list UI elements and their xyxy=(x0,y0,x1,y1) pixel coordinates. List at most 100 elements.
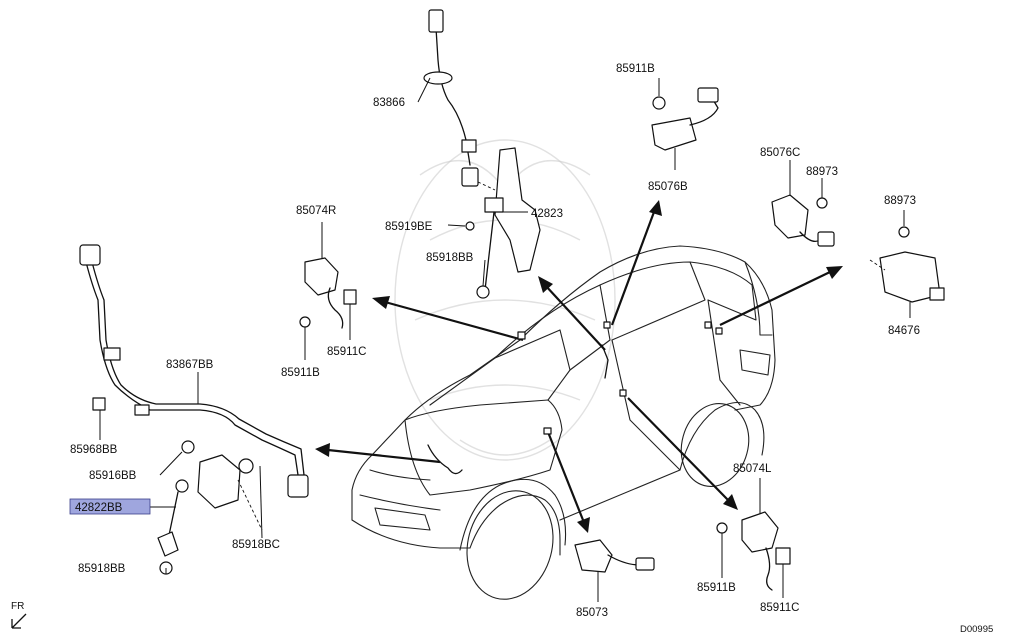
bolt-85911b xyxy=(652,96,666,110)
highlight-42822bb[interactable] xyxy=(69,498,151,515)
sensor-link-rod xyxy=(484,211,495,291)
bolt-85919be xyxy=(465,221,475,231)
clip-85911c-right xyxy=(775,547,791,565)
clip xyxy=(134,404,150,416)
sensor-85076b-assembly xyxy=(651,78,719,170)
grommet-83866 xyxy=(423,71,453,85)
connector-mid xyxy=(461,167,479,187)
unit-connector xyxy=(929,287,945,301)
label-85968bb: 85968BB xyxy=(70,444,118,456)
front-height-sensor-assembly xyxy=(423,9,541,299)
arrow-head xyxy=(723,494,738,510)
link-rod xyxy=(167,491,179,541)
connector-83867bb xyxy=(79,244,101,266)
label-84676: 84676 xyxy=(888,325,920,337)
arrow-to-85076b xyxy=(610,211,656,326)
label-85073: 85073 xyxy=(576,607,608,619)
connector-end xyxy=(287,474,309,498)
arrow-head xyxy=(538,276,553,293)
connector-top xyxy=(428,9,444,33)
label-85076c: 85076C xyxy=(760,147,800,159)
wire-85073 xyxy=(607,554,641,566)
label-85918bc: 85918BC xyxy=(232,539,280,551)
vehicle-outline xyxy=(351,245,776,600)
leader-lines xyxy=(159,77,528,574)
part-labels: 83866 85911B 85076B 85076C 88973 88973 8… xyxy=(69,63,920,619)
label-85911b-top: 85911B xyxy=(616,63,655,75)
wire-85074r xyxy=(327,287,344,329)
sensor-harness-83866 xyxy=(435,27,471,166)
arrow-head xyxy=(372,296,390,309)
rear-harness-83867bb xyxy=(79,244,309,498)
connector-85076c xyxy=(817,231,835,247)
sensor-85074l-assembly xyxy=(716,478,791,598)
bolt-85918bb xyxy=(476,285,490,299)
bolt-85911b-right xyxy=(716,522,728,534)
vehicle-sensor-marks xyxy=(427,321,723,475)
sensor-85074r-assembly xyxy=(299,222,357,360)
clip-85911c xyxy=(343,289,357,305)
diagram-code: D00995 xyxy=(960,624,993,635)
bracket-85076b xyxy=(651,117,697,151)
label-88973-a: 88973 xyxy=(806,166,838,178)
sensor-85073-assembly xyxy=(574,539,655,602)
label-85911c-right: 85911C xyxy=(760,602,799,614)
bracket-85074l xyxy=(741,511,779,553)
fr-label: FR xyxy=(11,601,24,612)
bracket-85073 xyxy=(574,539,613,573)
bolt-85911b-left xyxy=(299,316,311,328)
harness-wire-inner xyxy=(91,261,305,476)
label-85916bb: 85916BB xyxy=(89,470,137,482)
arrow-to-84676 xyxy=(719,271,831,326)
control-unit-84676 xyxy=(869,210,945,318)
bolt-85918bc xyxy=(238,458,254,474)
label-85911b-left: 85911B xyxy=(281,367,320,379)
front-direction-indicator: FR xyxy=(11,601,27,629)
lower-mount xyxy=(157,531,179,557)
label-85074r: 85074R xyxy=(296,205,336,217)
label-42823: 42823 xyxy=(531,208,563,220)
arrow-head xyxy=(577,517,590,533)
arrow-head xyxy=(315,443,330,457)
label-85076b: 85076B xyxy=(648,181,688,193)
label-42822bb[interactable]: 42822BB xyxy=(75,502,123,514)
clip xyxy=(103,347,121,361)
bolt-88973 xyxy=(816,197,828,209)
arrow-head xyxy=(649,200,662,216)
connector-85073 xyxy=(635,557,655,571)
wire-85076b xyxy=(689,97,719,126)
clip xyxy=(461,139,477,153)
arrow-to-85074l xyxy=(627,397,729,501)
rear-height-sensor-42822bb xyxy=(150,440,263,575)
label-85919be: 85919BE xyxy=(385,221,433,233)
sensor-85076c-assembly xyxy=(771,160,835,247)
label-88973-b: 88973 xyxy=(884,195,916,207)
location-arrows xyxy=(315,200,843,533)
arrow-to-42823 xyxy=(544,284,606,351)
sensor-85076c xyxy=(771,194,809,239)
arrow-to-83867bb xyxy=(327,448,441,464)
sensor-bracket-42823 xyxy=(494,147,541,273)
label-85911c-left: 85911C xyxy=(327,346,366,358)
wire-85074l xyxy=(765,547,773,591)
label-85911b-right: 85911B xyxy=(697,582,736,594)
pivot xyxy=(175,479,189,493)
bolt-85916bb xyxy=(181,440,195,454)
clip-85968bb xyxy=(92,397,106,411)
sensor-body-42822bb xyxy=(197,454,241,509)
bolt-88973-b xyxy=(898,226,910,238)
arrow-to-85074r xyxy=(384,300,524,342)
label-83866: 83866 xyxy=(373,97,405,109)
label-85918bb-mid: 85918BB xyxy=(426,252,474,264)
sensor-body xyxy=(484,197,504,213)
harness-wire xyxy=(85,261,299,476)
fr-arrow-icon xyxy=(11,613,27,629)
label-85918bb-low: 85918BB xyxy=(78,563,126,575)
label-85074l: 85074L xyxy=(733,463,772,475)
connector-85076b xyxy=(697,87,719,103)
arrow-to-85073 xyxy=(546,431,585,521)
bracket-85074r xyxy=(304,257,339,296)
arrow-head xyxy=(826,266,843,279)
